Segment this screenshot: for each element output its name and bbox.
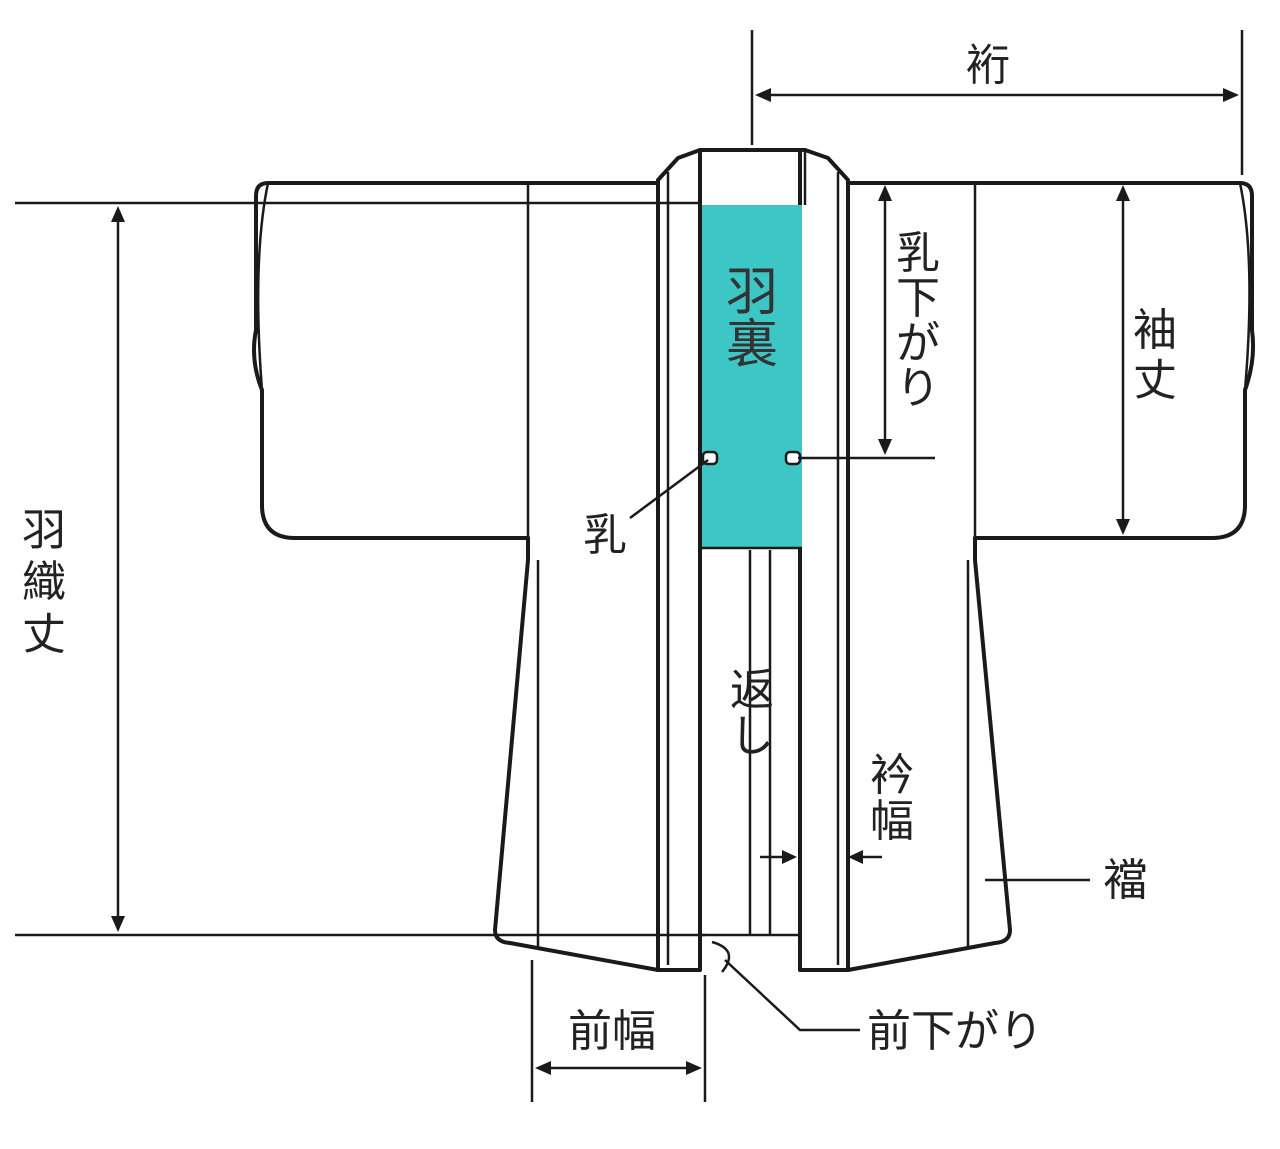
label-mae-sagari: 前下がり — [867, 1006, 1043, 1057]
kaeshi-char: 返 — [730, 665, 774, 716]
chi-sagari-char: 下 — [896, 273, 940, 324]
haori-take-char: 羽 — [22, 505, 66, 556]
left-body — [493, 181, 660, 972]
label-sodetake: 袖丈 — [1133, 305, 1177, 406]
label-eri-haba: 衿幅 — [870, 750, 914, 847]
haori-take-char: 織 — [22, 557, 66, 608]
right-sleeve-fold — [1238, 182, 1251, 391]
label-yuki: 裄 — [966, 40, 1010, 91]
left-collar — [656, 148, 702, 972]
mae-haba-arrow — [530, 960, 707, 1102]
chi-sagari-char: が — [896, 318, 940, 369]
kaeshi-char: し — [730, 711, 774, 762]
haori-length-arrow — [111, 206, 125, 932]
mae-sagari-leader — [724, 959, 860, 1032]
sodetake-char: 丈 — [1133, 355, 1177, 406]
chi-leader — [629, 458, 709, 520]
label-haura: 羽 裏 — [726, 263, 778, 375]
eri-haba-arrows — [760, 850, 882, 864]
chi-sagari-char: り — [896, 363, 940, 414]
label-haori-take: 羽織丈 — [22, 505, 66, 660]
svg-text:羽: 羽 — [726, 263, 778, 323]
label-machi: 襠 — [1103, 855, 1147, 906]
yuki-arrow — [750, 30, 1244, 175]
sodetake-char: 袖 — [1133, 305, 1177, 356]
front-drop-curve — [711, 940, 731, 973]
right-sleeve — [973, 181, 1256, 540]
chi-loop-right — [784, 450, 802, 466]
svg-text:裏: 裏 — [726, 315, 778, 375]
label-chi: 乳 — [583, 510, 627, 561]
chi-sagari-arrow — [798, 185, 935, 460]
right-body — [846, 181, 1012, 972]
label-kaeshi: 返し — [730, 665, 774, 762]
sodetake-arrow — [1116, 185, 1130, 535]
left-sleeve-fold — [256, 182, 270, 391]
left-sleeve — [252, 181, 530, 540]
chi-sagari-char: 乳 — [896, 228, 940, 279]
eri-haba-char: 幅 — [870, 796, 914, 847]
haori-take-char: 丈 — [22, 609, 66, 660]
haura-lining — [702, 205, 802, 548]
eri-haba-char: 衿 — [870, 750, 914, 801]
label-mae-haba: 前幅 — [568, 1006, 656, 1057]
right-collar — [798, 148, 850, 972]
